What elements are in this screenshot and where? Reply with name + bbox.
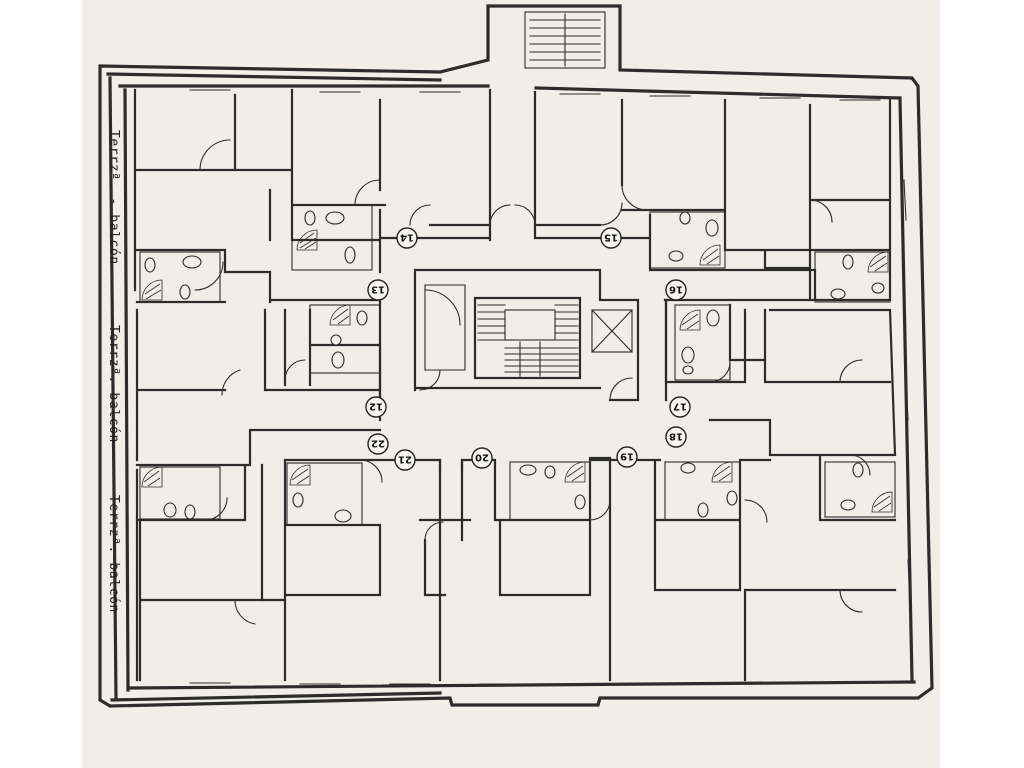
unit-tag-20: 20 [471,447,493,469]
unit-tag-circle [616,446,638,468]
bathroom-fixtures [139,204,896,526]
terrace-label-middle: Terrzª.-balcón [106,325,121,443]
unit-tag-label: 21 [398,454,412,465]
bath-bottom-left [286,462,363,526]
windows [189,89,911,685]
unit-tag-circle [600,227,622,249]
unit-tag-12: 12 [365,396,387,418]
unit-tag-label: 19 [620,451,634,462]
unit-tag-18: 18 [665,426,687,448]
unit-tag-circle [471,447,493,469]
unit-tag-label: 18 [669,431,683,442]
terrace-label-top: Terrzª. - balcón [106,130,121,265]
bath-top-left [291,204,373,271]
bath-right-4 [824,461,896,518]
unit-tag-label: 17 [673,401,687,412]
unit-tag-label: 22 [371,438,385,449]
unit-number-tags: 14 15 13 16 12 17 22 18 21 20 19 [365,227,691,471]
paper-background [82,0,940,768]
bath-left-3 [139,466,221,520]
unit-tag-circle [367,433,389,455]
bath-bottom-middle [509,461,591,521]
unit-tag-label: 16 [669,284,683,295]
unit-tag-14: 14 [396,227,418,249]
unit-tag-circle [665,426,687,448]
unit-tag-19: 19 [616,446,638,468]
bath-left-1 [139,251,221,303]
unit-tag-15: 15 [600,227,622,249]
unit-tag-22: 22 [367,433,389,455]
bath-right-2 [814,251,891,303]
unit-tag-circle [396,227,418,249]
central-stair [424,284,579,377]
unit-tag-circle [367,279,389,301]
bath-bottom-right [664,461,741,521]
top-stair [524,11,606,69]
elevator-shaft [591,309,633,353]
unit-tag-17: 17 [669,396,691,418]
unit-tag-13: 13 [367,279,389,301]
unit-tag-circle [665,279,687,301]
terrace-labels: Terrzª. - balcón Terrzª.-balcón Terrzª.-… [106,130,121,613]
unit-tag-label: 14 [400,232,414,243]
unit-tag-circle [394,449,416,471]
bath-right-1 [649,211,726,269]
unit-tag-label: 12 [369,401,383,412]
bath-right-3 [674,304,731,381]
terrace-label-bottom: Terrzª.-balcón [106,495,121,613]
unit-tag-label: 20 [475,452,489,463]
bath-left-2 [309,304,381,374]
unit-tag-circle [669,396,691,418]
unit-tag-16: 16 [665,279,687,301]
unit-tag-label: 15 [604,232,618,243]
unit-tag-circle [365,396,387,418]
unit-tag-label: 13 [371,284,385,295]
unit-tag-21: 21 [394,449,416,471]
